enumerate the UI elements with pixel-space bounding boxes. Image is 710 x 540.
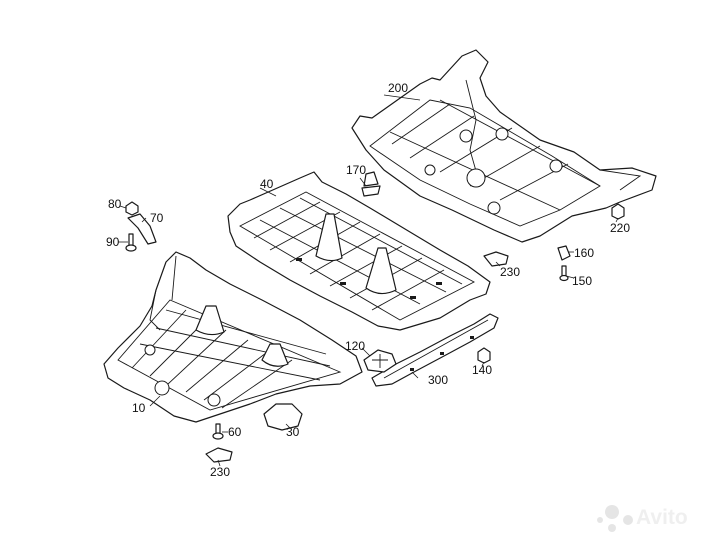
part-70-bracket xyxy=(127,213,157,245)
callout-120: 120 xyxy=(345,339,365,353)
callout-40: 40 xyxy=(260,177,274,191)
boss xyxy=(487,201,501,215)
callout-10: 10 xyxy=(132,401,146,415)
part-230-plate-upper xyxy=(483,251,509,267)
boss xyxy=(144,344,156,356)
callout-300: 300 xyxy=(428,373,448,387)
callout-160: 160 xyxy=(574,246,594,260)
slot xyxy=(410,296,416,299)
callout-220: 220 xyxy=(610,221,630,235)
slot xyxy=(436,282,442,285)
boss xyxy=(154,380,170,396)
slot xyxy=(340,282,346,285)
part-140-nut xyxy=(477,347,491,364)
boss xyxy=(459,129,473,143)
boss xyxy=(495,127,509,141)
part-30-cover xyxy=(263,403,303,431)
callout-200: 200 xyxy=(388,81,408,95)
callout-80: 80 xyxy=(108,197,122,211)
callout-90: 90 xyxy=(106,235,120,249)
slot xyxy=(470,336,474,339)
part-10-front-panel xyxy=(103,251,363,423)
slot xyxy=(410,368,414,371)
watermark-text: Avito xyxy=(636,506,688,529)
slot xyxy=(440,352,444,355)
callout-170: 170 xyxy=(346,163,366,177)
part-220-nut xyxy=(611,203,625,220)
boss xyxy=(424,164,436,176)
avito-watermark: Avito xyxy=(597,505,688,532)
part-90-bolt xyxy=(125,233,137,252)
callout-150: 150 xyxy=(572,274,592,288)
callout-140: 140 xyxy=(472,363,492,377)
callout-70: 70 xyxy=(150,211,164,225)
part-230-plate-lower xyxy=(205,447,233,463)
callout-230-lower: 230 xyxy=(210,465,230,479)
slot xyxy=(296,258,302,261)
part-150-screw xyxy=(559,265,569,282)
part-170-clip xyxy=(361,171,381,197)
callout-230-upper: 230 xyxy=(500,265,520,279)
boss xyxy=(207,393,221,407)
part-300-strip xyxy=(371,313,499,387)
avito-logo-icon xyxy=(597,505,633,532)
callout-60: 60 xyxy=(228,425,242,439)
boss xyxy=(549,159,563,173)
part-160-clip xyxy=(557,245,571,261)
boss xyxy=(466,168,486,188)
callout-30: 30 xyxy=(286,425,300,439)
part-60-screw xyxy=(212,423,224,440)
part-200-rear-panel xyxy=(351,49,657,243)
part-80-nut xyxy=(125,201,139,216)
part-120-cap xyxy=(363,349,397,373)
leader-lines xyxy=(118,94,619,467)
part-40-middle-panel xyxy=(227,171,491,331)
